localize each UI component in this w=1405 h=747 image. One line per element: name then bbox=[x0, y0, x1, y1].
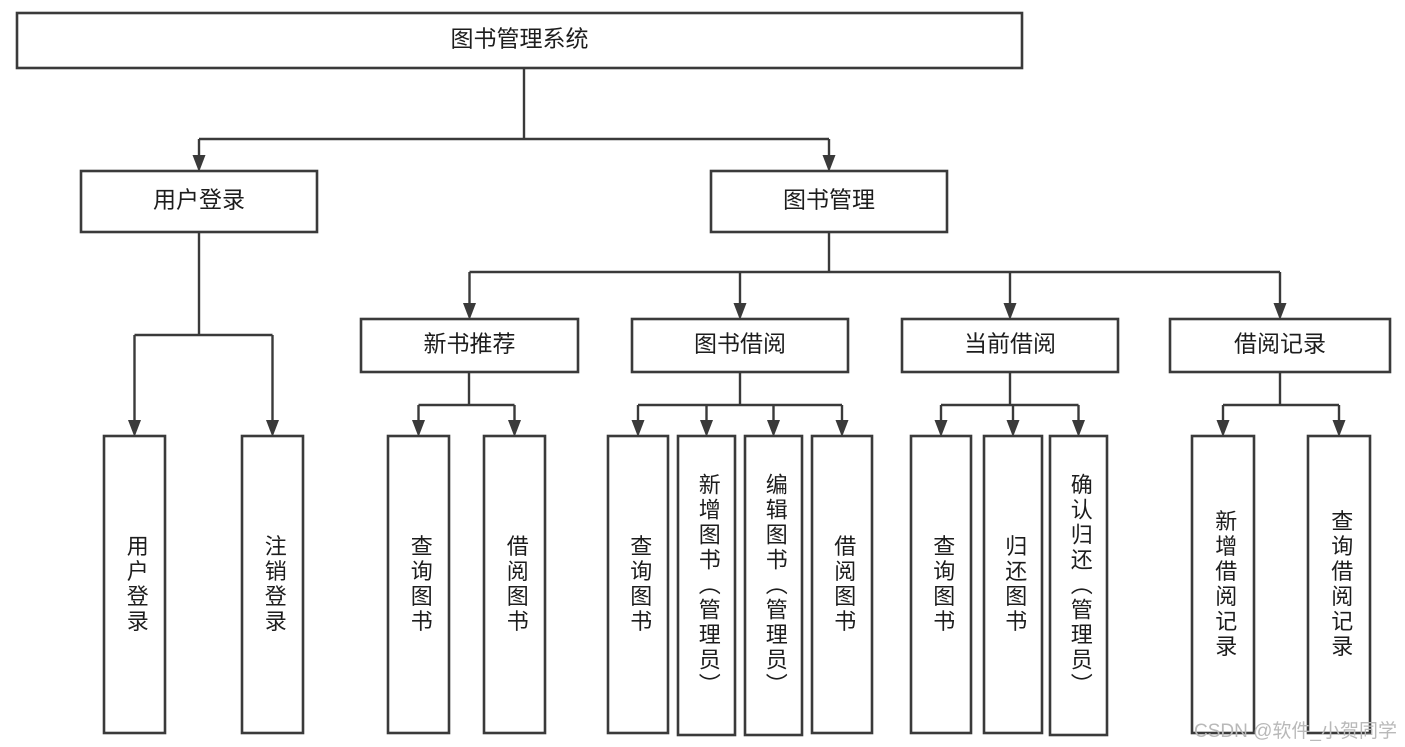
node-label-book-manage: 图书管理 bbox=[783, 187, 875, 213]
connector-group-user-login bbox=[128, 232, 279, 437]
node-current-borrow[interactable]: 当前借阅 bbox=[900, 317, 1120, 374]
arrow-head-leaf-borrow-book-rec bbox=[508, 420, 521, 437]
node-box-leaf-query-record[interactable] bbox=[1306, 434, 1372, 735]
node-book-borrow[interactable]: 图书借阅 bbox=[630, 317, 850, 374]
node-label-leaf-return-book: 归还图书 bbox=[1002, 535, 1027, 635]
node-box-leaf-borrow-book[interactable] bbox=[810, 434, 874, 735]
node-box-leaf-borrow-book-rec[interactable] bbox=[482, 434, 547, 735]
connector-group-root bbox=[192, 68, 836, 172]
connector-layer bbox=[128, 68, 1346, 437]
node-leaf-return-book[interactable]: 归还图书 bbox=[982, 434, 1044, 735]
node-label-leaf-add-book: 新增图书（管理员） bbox=[696, 473, 721, 698]
node-leaf-borrow-book-rec[interactable]: 借阅图书 bbox=[482, 434, 547, 735]
node-leaf-borrow-book[interactable]: 借阅图书 bbox=[810, 434, 874, 735]
arrow-head-leaf-add-book bbox=[700, 420, 713, 437]
node-label-leaf-query-record: 查询借阅记录 bbox=[1328, 510, 1353, 660]
node-leaf-query-book-cur[interactable]: 查询图书 bbox=[909, 434, 973, 735]
node-leaf-add-book[interactable]: 新增图书（管理员） bbox=[676, 434, 737, 737]
node-box-leaf-user-login[interactable] bbox=[102, 434, 167, 735]
node-box-leaf-add-record[interactable] bbox=[1190, 434, 1256, 735]
node-box-book-borrow[interactable] bbox=[630, 317, 850, 374]
node-label-leaf-user-logout: 注销登录 bbox=[262, 535, 287, 635]
node-box-leaf-edit-book[interactable] bbox=[743, 434, 804, 737]
node-label-leaf-confirm-return: 确认归还（管理员） bbox=[1068, 473, 1093, 698]
node-label-borrow-record: 借阅记录 bbox=[1234, 331, 1326, 357]
node-box-leaf-query-book-rec[interactable] bbox=[386, 434, 451, 735]
node-borrow-record[interactable]: 借阅记录 bbox=[1168, 317, 1392, 374]
arrow-head-leaf-query-book-cur bbox=[934, 420, 948, 437]
connector-group-current-borrow bbox=[934, 372, 1085, 437]
node-leaf-add-record[interactable]: 新增借阅记录 bbox=[1190, 434, 1256, 735]
connector-group-borrow-record bbox=[1216, 372, 1346, 437]
node-new-book-rec[interactable]: 新书推荐 bbox=[359, 317, 580, 374]
arrow-head-leaf-borrow-book bbox=[835, 420, 849, 437]
node-leaf-confirm-return[interactable]: 确认归还（管理员） bbox=[1048, 434, 1109, 737]
arrow-head-borrow-record bbox=[1273, 303, 1287, 320]
csdn-watermark: CSDN @软件_小贺同学 bbox=[1194, 721, 1397, 742]
node-label-book-borrow: 图书借阅 bbox=[694, 331, 786, 357]
node-label-leaf-borrow-book: 借阅图书 bbox=[831, 535, 856, 635]
arrow-head-new-book-rec bbox=[463, 303, 476, 320]
node-leaf-query-book-rec[interactable]: 查询图书 bbox=[386, 434, 451, 735]
node-label-root: 图书管理系统 bbox=[451, 26, 589, 52]
arrow-head-leaf-user-login bbox=[128, 420, 141, 437]
node-label-leaf-query-book-cur: 查询图书 bbox=[930, 535, 955, 635]
arrow-head-leaf-edit-book bbox=[767, 420, 780, 437]
arrow-head-leaf-query-book-borrow bbox=[631, 420, 645, 437]
arrow-head-leaf-add-record bbox=[1216, 420, 1230, 437]
node-box-leaf-return-book[interactable] bbox=[982, 434, 1044, 735]
node-root[interactable]: 图书管理系统 bbox=[15, 11, 1024, 70]
node-leaf-query-book-borrow[interactable]: 查询图书 bbox=[606, 434, 670, 735]
node-label-leaf-edit-book: 编辑图书（管理员） bbox=[763, 473, 788, 698]
node-label-leaf-query-book-rec: 查询图书 bbox=[408, 535, 433, 635]
node-box-book-manage[interactable] bbox=[709, 169, 949, 234]
node-leaf-query-record[interactable]: 查询借阅记录 bbox=[1306, 434, 1372, 735]
node-box-leaf-user-logout[interactable] bbox=[240, 434, 305, 735]
arrow-head-leaf-return-book bbox=[1006, 420, 1020, 437]
node-box-user-login[interactable] bbox=[79, 169, 319, 234]
node-book-manage[interactable]: 图书管理 bbox=[709, 169, 949, 234]
connector-group-book-borrow bbox=[631, 372, 849, 437]
arrow-head-user-login bbox=[192, 155, 206, 172]
connector-group-new-book-rec bbox=[412, 372, 521, 437]
node-layer: 图书管理系统用户登录图书管理新书推荐图书借阅当前借阅借阅记录用户登录注销登录查询… bbox=[15, 11, 1392, 737]
node-box-leaf-query-book-borrow[interactable] bbox=[606, 434, 670, 735]
node-box-leaf-add-book[interactable] bbox=[676, 434, 737, 737]
node-leaf-user-login[interactable]: 用户登录 bbox=[102, 434, 167, 735]
node-box-root[interactable] bbox=[15, 11, 1024, 70]
node-box-borrow-record[interactable] bbox=[1168, 317, 1392, 374]
node-box-leaf-confirm-return[interactable] bbox=[1048, 434, 1109, 737]
arrow-head-leaf-query-record bbox=[1332, 420, 1346, 437]
connector-group-book-manage bbox=[463, 232, 1287, 320]
node-label-leaf-borrow-book-rec: 借阅图书 bbox=[504, 535, 529, 635]
node-leaf-user-logout[interactable]: 注销登录 bbox=[240, 434, 305, 735]
arrow-head-current-borrow bbox=[1003, 303, 1017, 320]
arrow-head-book-manage bbox=[822, 155, 836, 172]
node-box-current-borrow[interactable] bbox=[900, 317, 1120, 374]
node-label-leaf-query-book-borrow: 查询图书 bbox=[627, 535, 652, 635]
node-label-new-book-rec: 新书推荐 bbox=[424, 331, 516, 357]
node-leaf-edit-book[interactable]: 编辑图书（管理员） bbox=[743, 434, 804, 737]
node-box-leaf-query-book-cur[interactable] bbox=[909, 434, 973, 735]
node-label-user-login: 用户登录 bbox=[153, 187, 245, 213]
arrow-head-book-borrow bbox=[733, 303, 747, 320]
node-user-login[interactable]: 用户登录 bbox=[79, 169, 319, 234]
arrow-head-leaf-confirm-return bbox=[1072, 420, 1085, 437]
node-label-current-borrow: 当前借阅 bbox=[964, 331, 1056, 357]
node-label-leaf-user-login: 用户登录 bbox=[124, 535, 149, 635]
arrow-head-leaf-user-logout bbox=[266, 420, 279, 437]
arrow-head-leaf-query-book-rec bbox=[412, 420, 425, 437]
node-label-leaf-add-record: 新增借阅记录 bbox=[1212, 510, 1237, 660]
node-box-new-book-rec[interactable] bbox=[359, 317, 580, 374]
